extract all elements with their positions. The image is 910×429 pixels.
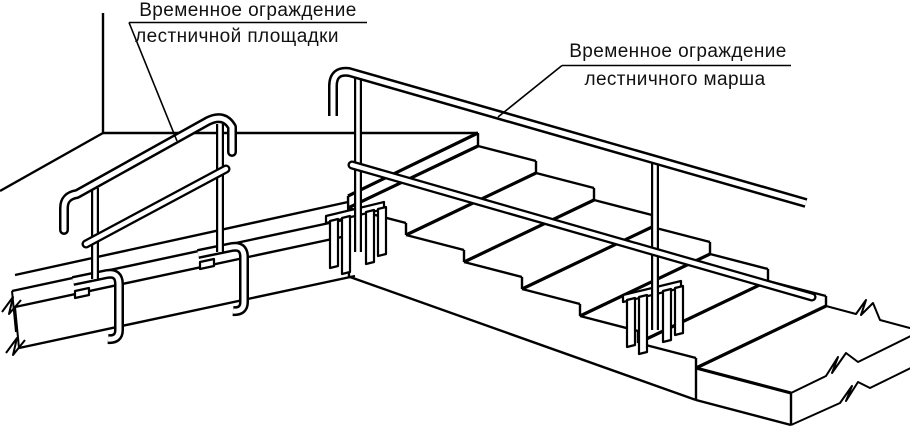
flight-soffit-edge (349, 275, 697, 402)
landing-guardrail (59, 113, 249, 345)
clamp-plate (376, 205, 388, 258)
tread-1-far-edge (477, 144, 537, 163)
clamp-wedge-right (198, 257, 216, 271)
clamp-plate (625, 296, 637, 349)
slab-front-bottom-edge (695, 398, 792, 427)
slab-bottom-far-edge-with-break (790, 367, 910, 426)
edge-beam-bottom (18, 274, 356, 350)
step-nosing-1 (347, 144, 479, 210)
clamp-plate (673, 284, 685, 337)
label-flight-guard-line1: Временное ограждение (569, 41, 787, 62)
beam-break-zigzag-2 (5, 337, 26, 356)
clamp-plate (340, 214, 352, 276)
tread-2-far-edge (535, 171, 595, 190)
step-nosing-3 (463, 198, 595, 264)
step-nosing-2 (405, 171, 537, 237)
stair-flight (346, 133, 828, 402)
upper-landing (0, 13, 479, 356)
clamp-plate (364, 208, 376, 266)
lower-landing-slab (694, 299, 910, 427)
tread-3-near-edge (463, 260, 523, 279)
leader-line-landing-guard (128, 22, 178, 142)
annotation-landing-guard: Временное ограждение лестничной площадки (128, 0, 367, 142)
clamp-plate (637, 293, 649, 356)
clamp-plate (328, 217, 340, 270)
leader-line-flight-guard (497, 64, 563, 118)
edge-beam-top-near (14, 233, 352, 309)
edge-beam-top-far (11, 217, 349, 293)
landing-front-edge (14, 200, 349, 277)
step-nosing-4 (521, 225, 653, 291)
landing-clamp-left (71, 268, 124, 345)
clamp-wedge-left (73, 286, 91, 300)
label-landing-guard-line2: лестничной площадки (135, 26, 339, 47)
beam-break-zigzag-1 (1, 296, 22, 315)
flight-guardrail (328, 66, 817, 330)
slab-front-top-edge (695, 366, 792, 395)
tread-2-near-edge (405, 233, 465, 252)
annotation-flight-guard: Временное ограждение лестничного марша (497, 41, 791, 118)
label-landing-guard-line1: Временное ограждение (139, 0, 357, 21)
label-flight-guard-line2: лестничного марша (584, 69, 765, 90)
landing-left-edge (0, 131, 104, 193)
slab-top-left-edge (695, 304, 827, 370)
landing-right-edge (347, 131, 479, 198)
tread-4-near-edge (521, 287, 581, 306)
clamp-plate (661, 287, 673, 344)
beam-end-edge-2 (14, 306, 20, 349)
tread-3-far-edge (593, 198, 653, 217)
tread-4-far-edge (651, 225, 711, 244)
slab-far-edge-with-break (825, 299, 910, 330)
step-nosing-6 (637, 279, 769, 345)
tread-5-far-edge (709, 252, 769, 271)
slab-near-top-edge-with-break (790, 335, 910, 394)
